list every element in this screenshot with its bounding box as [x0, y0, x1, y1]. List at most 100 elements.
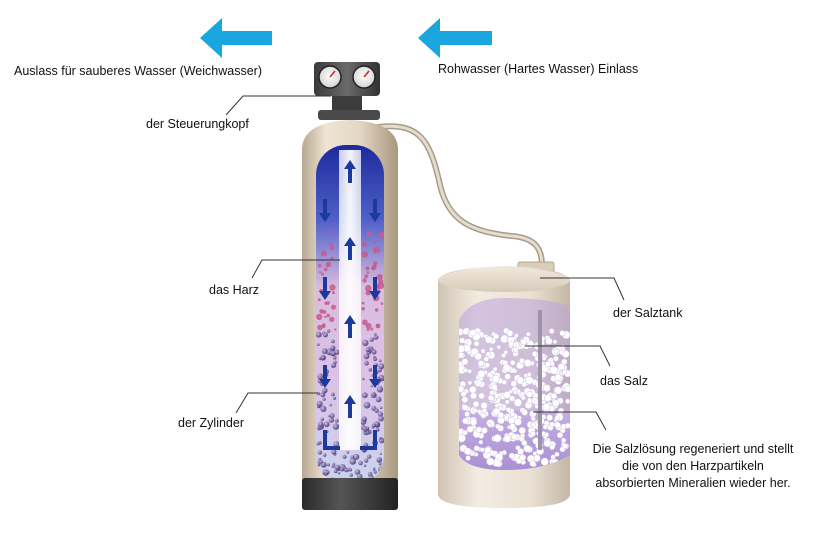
salt-pellet — [522, 410, 528, 416]
control-head — [314, 62, 380, 120]
salt-pellet — [489, 391, 494, 396]
salt-pellet — [474, 380, 478, 384]
salt-pellet — [491, 384, 497, 390]
salt-pellet — [507, 330, 513, 336]
resin-bead — [364, 274, 368, 278]
resin-bead — [372, 424, 376, 428]
salt-pellet — [459, 338, 465, 344]
resin-bead — [362, 251, 368, 257]
salt-pellet — [478, 370, 486, 378]
salt-pellet — [466, 456, 471, 461]
resin-bead — [316, 314, 322, 320]
resin-bead — [365, 285, 371, 291]
salt-pellet — [467, 426, 474, 433]
salt-pellet — [527, 372, 531, 376]
resin-bead — [372, 393, 375, 396]
salt-pellet — [481, 349, 486, 354]
salt-pellet — [510, 360, 515, 365]
resin-bead — [334, 350, 339, 355]
salt-pellet — [521, 339, 527, 345]
resin-bead — [321, 251, 327, 257]
salt-pellet — [550, 445, 555, 450]
salt-pellet — [509, 396, 515, 402]
salt-pellet — [565, 423, 570, 428]
salt-pellet — [509, 424, 516, 431]
salt-pellet — [462, 405, 468, 411]
salt-pellet — [526, 332, 530, 336]
salt-pellet — [543, 403, 550, 410]
salt-pellet — [550, 422, 555, 427]
resin-bead — [362, 302, 365, 305]
resin-bead — [332, 291, 335, 294]
salt-pellet — [559, 350, 564, 355]
salt-pellet — [477, 409, 481, 413]
resin-bead — [324, 268, 328, 272]
salt-pellet — [501, 353, 506, 358]
salt-pellet — [508, 418, 515, 425]
salt-pellet — [506, 407, 511, 412]
resin-bead — [346, 451, 349, 454]
salt-pellet — [531, 422, 535, 426]
salt-pellet — [524, 359, 531, 366]
salt-pellet — [562, 370, 567, 375]
salt-pellet — [479, 393, 485, 399]
salt-pellet — [554, 349, 558, 353]
resin-bead — [378, 416, 384, 422]
salt-pellet — [530, 461, 536, 467]
resin-bead — [324, 316, 326, 318]
salt-pellet — [542, 356, 546, 360]
salt-pellet — [476, 427, 482, 433]
salt-pellet — [519, 358, 524, 363]
salt-pellet — [510, 412, 515, 417]
salt-pellet — [462, 430, 467, 435]
resin-bead — [361, 307, 365, 311]
resin-bead — [366, 266, 370, 270]
inlet-label: Rohwasser (Hartes Wasser) Einlass — [438, 62, 638, 76]
salt-tank — [438, 262, 575, 508]
salt-pellet — [491, 370, 496, 375]
resin-bead — [334, 328, 336, 330]
inlet-arrow-icon — [418, 18, 492, 58]
resin-cylinder — [302, 120, 398, 510]
salt-pellet — [562, 444, 567, 449]
salt-pellet — [544, 432, 549, 437]
resin-bead — [362, 320, 368, 326]
resin-bead — [366, 347, 371, 352]
resin-bead — [330, 346, 335, 351]
resin-bead — [321, 273, 324, 276]
salt-pellet — [463, 329, 469, 335]
resin-bead — [318, 298, 321, 301]
resin-bead — [323, 453, 326, 456]
brine-note-line: die von den Harzpartikeln — [575, 458, 811, 475]
resin-bead — [376, 397, 382, 403]
resin-bead — [362, 340, 368, 346]
resin-bead — [340, 467, 344, 471]
salt-pellet — [555, 416, 560, 421]
salt-pellet — [517, 389, 521, 393]
resin-bead — [377, 457, 383, 463]
salt-pellet — [473, 408, 477, 412]
salt-pellet — [555, 374, 562, 381]
resin-bead — [377, 368, 382, 373]
salt-pellet — [565, 386, 572, 393]
salt-pellet — [493, 334, 499, 340]
resin-bead — [323, 398, 326, 401]
resin-bead — [317, 442, 320, 445]
resin-bead — [331, 393, 335, 397]
salt-pellet — [480, 448, 485, 453]
salt-pellet — [503, 364, 511, 372]
salt-pellet — [526, 391, 532, 397]
resin-bead — [366, 431, 369, 434]
salt-pellet — [525, 376, 533, 384]
resin-bead — [329, 404, 332, 407]
resin-bead — [350, 473, 353, 476]
resin-bead — [373, 250, 376, 253]
resin-bead — [328, 415, 330, 417]
salt-pellet — [511, 434, 517, 440]
brine-note-line: absorbierten Mineralien wieder her. — [575, 475, 811, 492]
salt-pellet — [492, 375, 499, 382]
resin-bead — [317, 374, 323, 380]
resin-bead — [376, 324, 381, 329]
salt-pellet — [531, 431, 536, 436]
